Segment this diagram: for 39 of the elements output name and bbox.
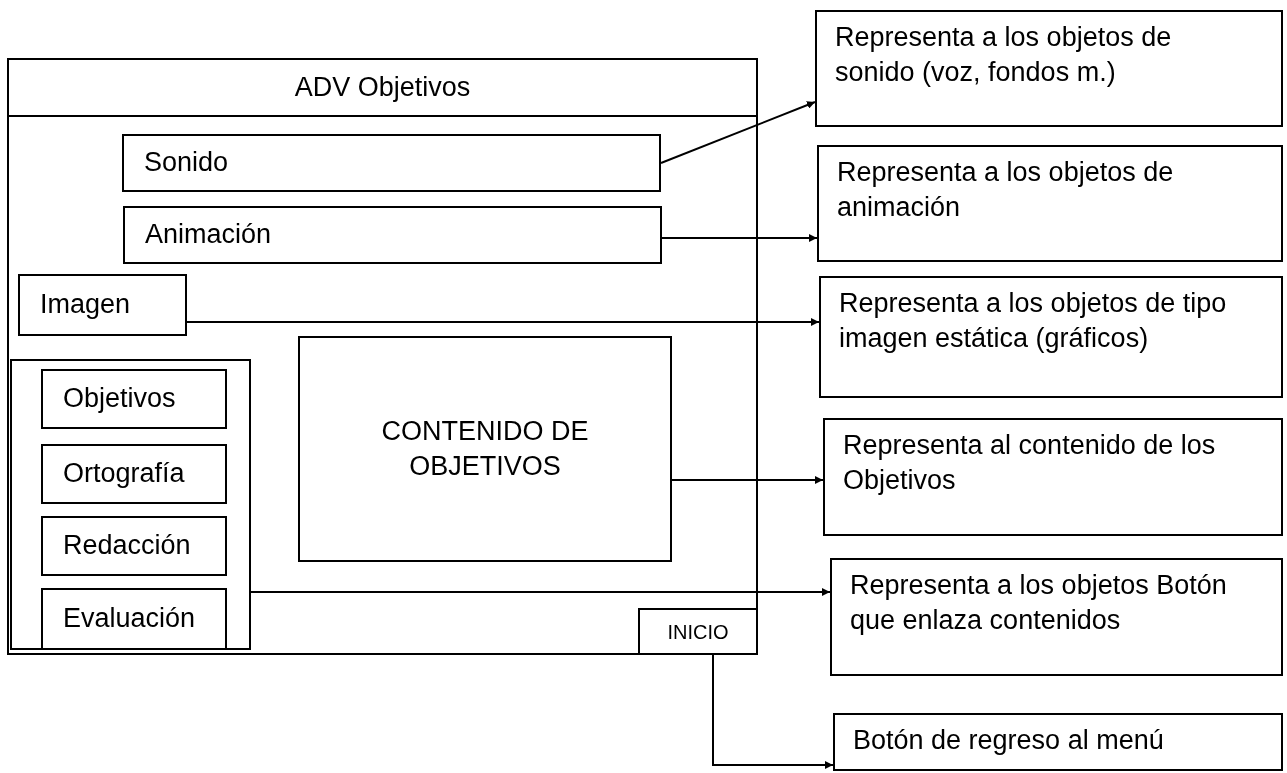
box-label: Evaluación [63, 602, 196, 636]
process-box [41, 369, 227, 429]
arrow [660, 101, 816, 164]
box-label: Representa a los objetos de sonido (voz, fondos m.) [835, 21, 1173, 90]
arrow [671, 476, 824, 484]
note-box [817, 145, 1283, 262]
note-box [823, 418, 1283, 536]
box-label: Imagen [40, 288, 131, 322]
process-box [123, 206, 662, 264]
box-label: Objetivos [63, 382, 176, 416]
box-label: Redacción [63, 529, 191, 563]
process-box [122, 134, 661, 192]
box-label: CONTENIDO DE OBJETIVOS [380, 414, 590, 483]
box-label: Sonido [144, 146, 229, 180]
title-text: ADV Objetivos [9, 60, 756, 117]
box-label: Ortografía [63, 457, 185, 491]
note-box [819, 276, 1283, 398]
box-label: Representa a los objetos de tipo imagen estática (gráficos) [839, 287, 1228, 356]
box-label: Representa a los objetos Botón que enlaza contenidos [850, 569, 1228, 638]
note-box [830, 558, 1283, 676]
box-label: Animación [145, 218, 272, 252]
arrow [186, 318, 820, 326]
process-box [41, 588, 227, 650]
process-box [41, 444, 227, 504]
note-box [833, 713, 1283, 771]
arrow [712, 654, 834, 769]
arrow [661, 234, 818, 242]
box-label: Botón de regreso al menú [853, 724, 1164, 757]
process-box [41, 516, 227, 576]
process-box [298, 336, 672, 562]
box-label: INICIO [667, 619, 729, 645]
process-box [18, 274, 187, 336]
arrow [250, 588, 831, 596]
note-box [815, 10, 1283, 127]
group-box [10, 359, 251, 650]
box-label: Representa al contenido de los Objetivos [843, 429, 1217, 498]
process-box [7, 58, 758, 655]
process-box [638, 608, 758, 655]
box-label: Representa a los objetos de animación [837, 156, 1175, 225]
